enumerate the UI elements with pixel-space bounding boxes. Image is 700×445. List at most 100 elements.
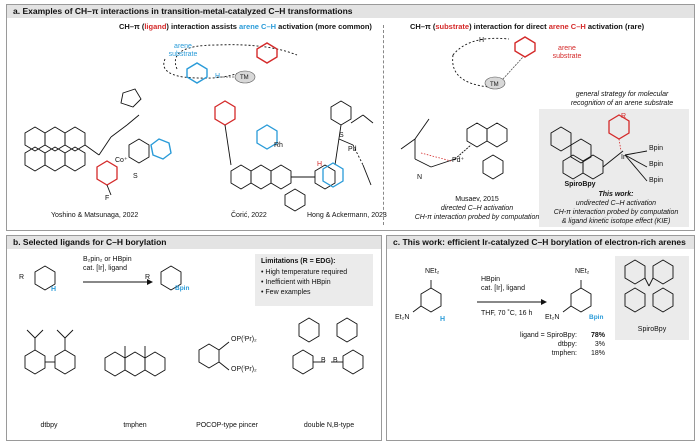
substrate-c bbox=[412, 280, 442, 313]
yoshino-co-structure bbox=[24, 88, 150, 196]
coric-structure bbox=[214, 100, 352, 212]
strategy-text-2: recognition of an arene substrate bbox=[570, 100, 674, 107]
ref-coric: Čorić, 2022 bbox=[231, 212, 267, 219]
bpin-atom-1: Bpin bbox=[649, 145, 664, 152]
hong-s-atom: S bbox=[339, 132, 344, 139]
product-c bbox=[562, 280, 592, 313]
strategy-text-1: general strategy for molecular bbox=[575, 91, 669, 98]
left-tm-label: TM bbox=[240, 75, 249, 81]
f-atom: F bbox=[105, 195, 110, 202]
b-bpin-label: Bpin bbox=[175, 285, 190, 292]
musaev-n-atom: N bbox=[417, 174, 423, 181]
right-tm-label: TM bbox=[490, 82, 499, 88]
c-reaction-arrow bbox=[477, 299, 547, 305]
left-arene-label-1: arene bbox=[174, 43, 192, 50]
blue-arene bbox=[186, 62, 208, 84]
spirobpy-ir-complex bbox=[550, 114, 648, 182]
pocop-pincer-structure bbox=[198, 341, 230, 371]
ligand-assist-schematic bbox=[163, 42, 298, 84]
right-arene-label-1: arene bbox=[558, 45, 576, 52]
musaev-computation: CH-π interaction probed by computation bbox=[414, 214, 540, 221]
borylated-product-b bbox=[160, 265, 182, 291]
pocop-group-top: OP(ⁱPr)₂ bbox=[231, 336, 257, 343]
panel-a-left-heading: CH–π (ligand) interaction assists arene … bbox=[119, 22, 372, 31]
musaev-pd-structure bbox=[400, 118, 508, 180]
dtbpy-structure bbox=[24, 329, 76, 375]
musaev-ref: Musaev, 2015 bbox=[455, 196, 499, 203]
ligand-double-nb: double N,B-type bbox=[303, 422, 355, 429]
coric-rh-atom: Rh bbox=[274, 142, 283, 149]
ligand-dtbpy: dtbpy bbox=[40, 422, 58, 429]
musaev-directed: directed C–H activation bbox=[440, 205, 514, 212]
c-reagents-1: HBpin bbox=[481, 276, 501, 283]
spirobpy-complex-label: SpiroBpy bbox=[564, 181, 596, 188]
right-h-label: H bbox=[479, 37, 485, 44]
ligand-tmphen: tmphen bbox=[123, 422, 147, 429]
c-et2n: Et₂N bbox=[395, 314, 410, 321]
b-r-label: R bbox=[19, 274, 25, 281]
yield-spirobpy-label: ligand = SpiroBpy: bbox=[519, 332, 577, 339]
hong-pd-atom: Pd bbox=[348, 146, 357, 153]
c-conditions: THF, 70 ˚C, 16 h bbox=[481, 310, 533, 317]
left-arene-label-2: substrate bbox=[168, 51, 198, 58]
panel-c-title: c. This work: efficient Ir-catalyzed C–H… bbox=[387, 236, 694, 249]
c-net2-top: NEt₂ bbox=[425, 268, 440, 275]
hong-h-atom: H bbox=[317, 161, 323, 168]
yield-spirobpy-value: 78% bbox=[590, 332, 605, 339]
limitations-box bbox=[255, 254, 373, 306]
computation-label: CH-π interaction probed by computation bbox=[553, 209, 679, 216]
panel-a-title: a. Examples of CH–π interactions in tran… bbox=[7, 5, 694, 18]
ir-atom: Ir bbox=[621, 154, 626, 161]
spirobpy-box-label: SpiroBpy bbox=[637, 326, 667, 333]
b-reagents-1: B₂pin₂ or HBpin bbox=[83, 256, 132, 263]
kie-label: & ligand kinetic isotope effect (KIE) bbox=[561, 218, 671, 225]
r-atom: R bbox=[621, 113, 627, 120]
ligand-pocop: POCOP-type pincer bbox=[196, 422, 258, 429]
bpin-atom-3: Bpin bbox=[649, 177, 664, 184]
hong-ackermann-structure bbox=[322, 114, 374, 188]
limitation-1: • High temperature required bbox=[261, 269, 348, 276]
panel-b: b. Selected ligands for C–H borylation R… bbox=[6, 235, 382, 441]
right-arene-label-2: substrate bbox=[552, 53, 582, 60]
yield-tmphen-label: tmphen: bbox=[551, 350, 577, 357]
yield-tmphen-value: 18% bbox=[590, 350, 605, 357]
red-ligand-ring bbox=[256, 42, 278, 64]
panel-a: a. Examples of CH–π interactions in tran… bbox=[6, 4, 695, 231]
musaev-pd-atom: Pd⁺ bbox=[452, 157, 465, 164]
limitation-2: • Inefficient with HBpin bbox=[261, 279, 331, 286]
c-product-et2n: Et₂N bbox=[545, 314, 560, 321]
limitations-title: Limitations (R = EDG): bbox=[261, 258, 336, 265]
yoshino-blue-arene bbox=[150, 138, 172, 160]
b-reagents-2: cat. [Ir], ligand bbox=[83, 265, 127, 272]
yield-dtbpy-value: 3% bbox=[594, 341, 605, 348]
co-atom: Co⁺ bbox=[115, 157, 128, 164]
b-reaction-arrow bbox=[83, 279, 153, 285]
b-h-label: H bbox=[51, 286, 57, 293]
nb-b-atom-2: B bbox=[333, 357, 338, 364]
c-reagents-2: cat. [Ir], ligand bbox=[481, 285, 525, 292]
substrate-assist-schematic bbox=[452, 36, 536, 90]
nb-b-atom-1: B bbox=[321, 357, 326, 364]
c-bpin-label: Bpin bbox=[589, 314, 604, 321]
b-product-r-label: R bbox=[145, 274, 151, 281]
tmphen-structure bbox=[104, 346, 166, 377]
double-nb-structure bbox=[292, 317, 364, 375]
panel-b-title: b. Selected ligands for C–H borylation bbox=[7, 236, 381, 249]
undirected-label: undirected C–H activation bbox=[575, 200, 657, 207]
this-work-label: This work: bbox=[598, 191, 634, 198]
pocop-group-bottom: OP(ⁱPr)₂ bbox=[231, 366, 257, 373]
bpin-atom-2: Bpin bbox=[649, 161, 664, 168]
left-h-label: H bbox=[215, 73, 221, 80]
spirobpy-box bbox=[615, 256, 689, 340]
ref-yoshino: Yoshino & Matsunaga, 2022 bbox=[51, 212, 139, 219]
limitation-3: • Few examples bbox=[261, 289, 311, 296]
yield-dtbpy-label: dtbpy: bbox=[557, 341, 577, 348]
c-h-label: H bbox=[440, 316, 446, 323]
ref-hong-ackermann: Hong & Ackermann, 2023 bbox=[307, 212, 387, 219]
panel-a-right-heading: CH–π (substrate) interaction for direct … bbox=[410, 22, 645, 31]
c-product-net2: NEt₂ bbox=[575, 268, 590, 275]
panel-a-divider bbox=[383, 25, 384, 225]
spirobpy-structure bbox=[624, 259, 674, 313]
arene-substrate-b bbox=[34, 265, 56, 291]
s-atom: S bbox=[133, 173, 138, 180]
